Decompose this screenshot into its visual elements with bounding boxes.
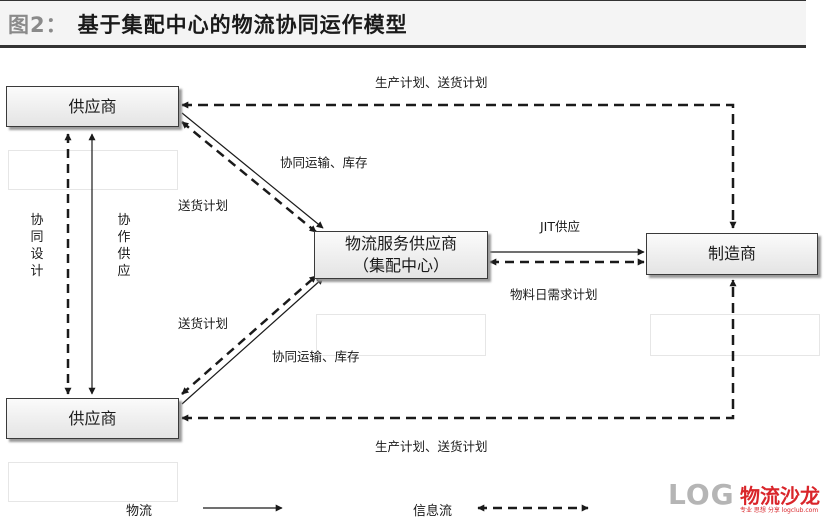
edge-bottom-plan: [181, 279, 737, 422]
logistics-hub-box: 物流服务供应商 （集配中心）: [314, 231, 488, 279]
manufacturer-label: 制造商: [707, 244, 756, 263]
logclub-logo: LOG 物流沙龙 专业 思想 分享 logclub.com: [668, 478, 828, 520]
hub-label-line2: （集配中心）: [352, 256, 449, 275]
logo-tagline: 专业 思想 分享 logclub.com: [740, 507, 819, 514]
logo-letters: LOG: [668, 478, 735, 511]
manufacturer-box: 制造商: [646, 233, 818, 275]
edge-top-plan: [181, 101, 737, 229]
edge-upper-dashed: [181, 121, 317, 233]
label-lower-delivery: 送货计划: [178, 316, 229, 331]
label-upper-coop: 协同运输、库存: [280, 155, 368, 170]
label-bottom-plan: 生产计划、送货计划: [375, 439, 488, 454]
figure-title-text: 基于集配中心的物流协同运作模型: [77, 13, 408, 37]
figure-number: 图2：: [8, 13, 68, 37]
label-top-plan: 生产计划、送货计划: [375, 75, 488, 90]
supplier-top-box: 供应商: [6, 86, 179, 127]
logo-brand: 物流沙龙: [740, 484, 820, 508]
label-jit: JIT供应: [540, 219, 581, 234]
figure-title: 图2： 基于集配中心的物流协同运作模型: [8, 9, 408, 39]
supplier-bottom-box: 供应商: [6, 398, 179, 439]
edge-lower-dashed: [181, 275, 317, 395]
label-coop-supply: 协作供应: [117, 213, 131, 279]
legend-material-flow: 物流: [126, 504, 153, 519]
label-coop-design: 协同设计: [30, 213, 44, 279]
ghost-box-bottom-left: [8, 462, 178, 502]
legend-info-flow: 信息流: [413, 504, 453, 519]
edge-lower-solid: [181, 277, 324, 405]
label-lower-coop: 协同运输、库存: [272, 349, 360, 364]
supplier-top-label: 供应商: [68, 96, 117, 116]
hub-label-line1: 物流服务供应商: [344, 234, 457, 253]
label-upper-delivery: 送货计划: [178, 198, 229, 213]
figure-title-bar: 图2： 基于集配中心的物流协同运作模型: [0, 0, 806, 48]
label-material-plan: 物料日需求计划: [510, 287, 598, 302]
supplier-bottom-label: 供应商: [68, 408, 117, 428]
